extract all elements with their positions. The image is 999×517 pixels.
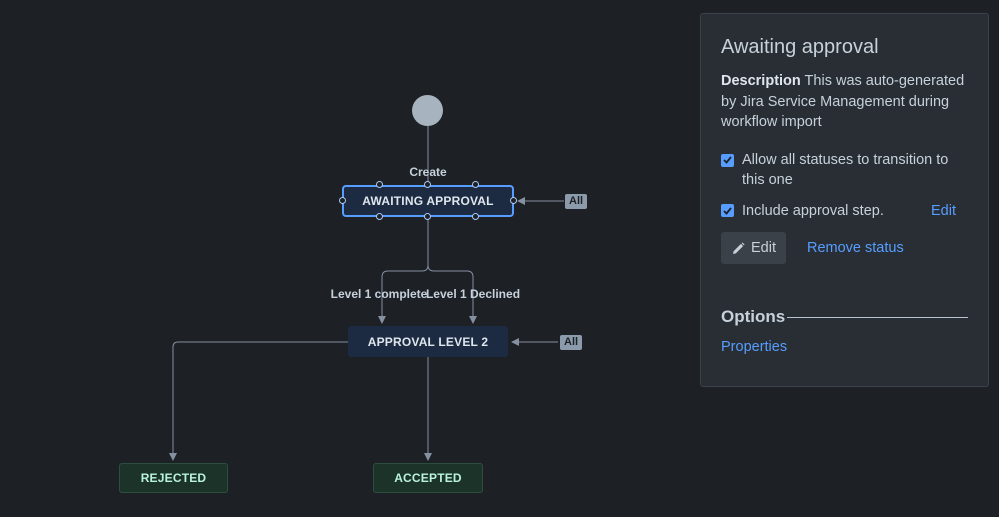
- connection-handle[interactable]: [424, 213, 431, 220]
- options-section-header: Options: [721, 307, 968, 327]
- status-details-panel: Awaiting approval Description This was a…: [700, 13, 989, 387]
- edit-status-button[interactable]: Edit: [721, 232, 786, 264]
- connection-handle[interactable]: [472, 213, 479, 220]
- checkmark-icon: [723, 156, 732, 164]
- edit-button-label: Edit: [751, 240, 776, 256]
- level1-complete-label[interactable]: Level 1 complete: [330, 287, 428, 301]
- allow-all-statuses-option[interactable]: Allow all statuses to transition to this…: [721, 150, 968, 191]
- level1-declined-label[interactable]: Level 1 Declined: [425, 287, 521, 301]
- edit-approval-link[interactable]: Edit: [931, 202, 956, 219]
- all-transition-badge[interactable]: All: [560, 335, 583, 350]
- edge-level1-complete: [378, 217, 429, 324]
- include-approval-checkbox[interactable]: [721, 204, 734, 218]
- connection-handle[interactable]: [472, 181, 479, 188]
- edge-level2-to-rejected: [169, 341, 348, 461]
- checkmark-icon: [723, 207, 732, 215]
- allow-all-checkbox[interactable]: [721, 153, 734, 167]
- create-transition-label[interactable]: Create: [409, 165, 447, 179]
- allow-all-label: Allow all statuses to transition to this…: [742, 151, 949, 189]
- edge-level1-declined: [427, 264, 477, 324]
- status-node-awaiting-approval[interactable]: AWAITING APPROVAL: [342, 185, 514, 217]
- connection-handle[interactable]: [510, 197, 517, 204]
- section-divider: [787, 316, 968, 318]
- include-approval-label: Include approval step.: [742, 202, 884, 219]
- remove-status-link[interactable]: Remove status: [807, 240, 904, 256]
- panel-title: Awaiting approval: [721, 36, 879, 58]
- connection-handle[interactable]: [424, 181, 431, 188]
- description-label: Description: [721, 73, 801, 89]
- status-description: Description This was auto-generated by J…: [721, 71, 968, 133]
- status-node-accepted[interactable]: ACCEPTED: [373, 463, 483, 493]
- connection-handle[interactable]: [339, 197, 346, 204]
- properties-link[interactable]: Properties: [721, 339, 788, 355]
- options-title: Options: [721, 307, 786, 326]
- pencil-icon: [732, 241, 745, 255]
- description-text: This was auto-generated by Jira Service …: [721, 73, 965, 130]
- status-node-rejected[interactable]: REJECTED: [119, 463, 228, 493]
- connection-handle[interactable]: [376, 213, 383, 220]
- status-actions: Edit Remove status: [721, 232, 968, 264]
- all-transition-badge[interactable]: All: [565, 194, 588, 209]
- include-approval-option[interactable]: Include approval step. Edit: [721, 201, 968, 222]
- connection-handle[interactable]: [376, 181, 383, 188]
- start-node[interactable]: [412, 95, 443, 126]
- status-node-approval-level-2[interactable]: APPROVAL LEVEL 2: [348, 326, 508, 357]
